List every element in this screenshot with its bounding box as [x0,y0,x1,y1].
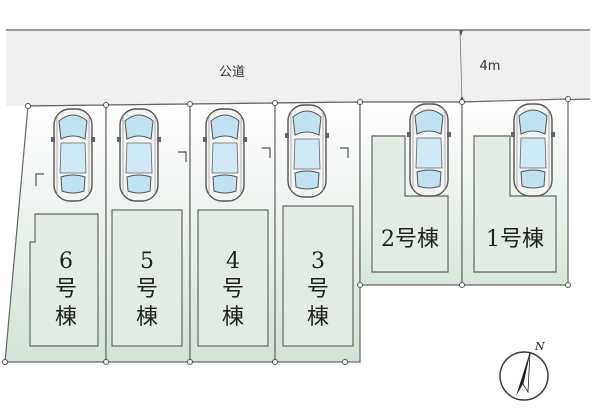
parking-car-2 [406,103,452,197]
svg-text:6: 6 [59,249,73,274]
parking-car-5 [116,108,162,202]
building-2-label: 2号棟 [381,227,439,252]
building-2-footprint [371,135,449,273]
parking-car-6 [50,108,96,202]
building-3-label: 3 号 棟 [307,249,329,330]
svg-text:号: 号 [222,277,244,302]
svg-text:号: 号 [55,277,77,302]
svg-text:号: 号 [136,277,158,302]
svg-text:棟: 棟 [307,305,329,330]
public-road: 公道 4m [6,29,591,107]
north-label: N [534,340,545,353]
svg-text:号: 号 [307,277,329,302]
building-4-label: 4 号 棟 [222,249,244,330]
building-6-footprint [29,213,99,347]
svg-text:4: 4 [226,249,240,274]
road-label: 公道 [219,65,245,80]
parking-car-1 [510,103,556,197]
svg-text:棟: 棟 [55,305,77,330]
building-5-label: 5 号 棟 [136,249,158,330]
building-6-label: 6 号 棟 [55,249,77,330]
building-1-label: 1号棟 [486,227,544,252]
north-arrow-icon: N [499,340,549,401]
parking-car-3 [284,104,330,198]
svg-text:5: 5 [140,249,154,274]
svg-text:棟: 棟 [222,305,244,330]
road-width-label: 4m [480,59,501,74]
building-5-footprint [111,209,183,347]
parking-car-4 [202,108,248,202]
svg-text:棟: 棟 [136,305,158,330]
boundary-markers [2,96,571,365]
building-1-footprint [473,135,557,273]
svg-text:3: 3 [311,249,325,274]
building-3-footprint [282,205,354,347]
building-4-footprint [197,209,269,347]
